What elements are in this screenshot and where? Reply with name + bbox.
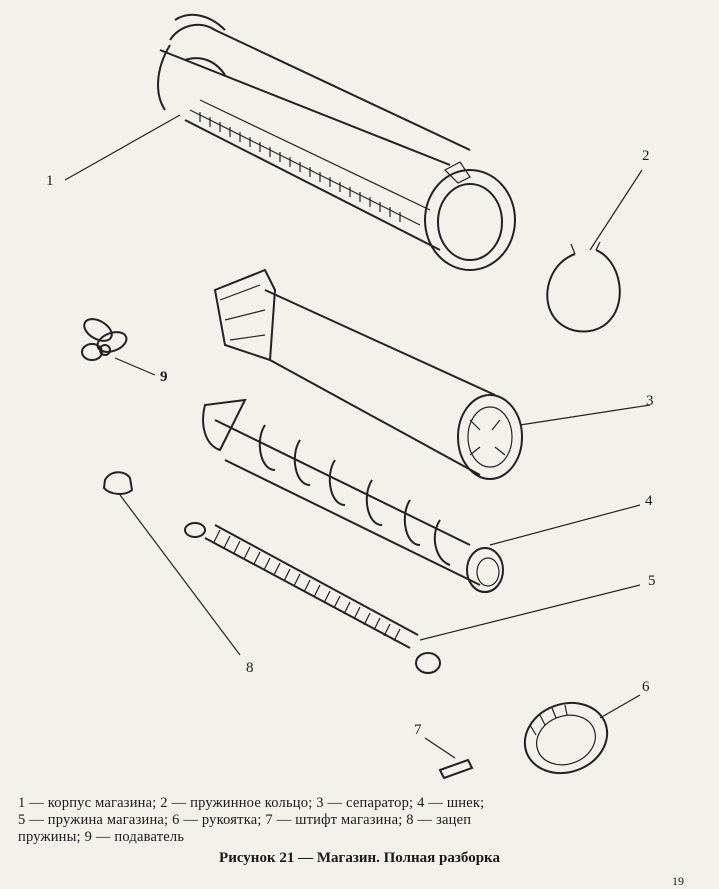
- part-6-handle: [523, 701, 609, 775]
- callout-8: 8: [246, 660, 254, 676]
- legend-line: 1 — корпус магазина; 2 — пружинное кольц…: [18, 795, 485, 811]
- exploded-view-drawing: [64, 13, 651, 780]
- part-3-separator: [213, 268, 523, 480]
- part-7-pin: [438, 758, 474, 780]
- callout-4: 4: [645, 493, 653, 509]
- part-2-spring-ring: [546, 241, 621, 333]
- legend-line: пружины; 9 — подаватель: [18, 829, 185, 845]
- callout-6: 6: [642, 679, 650, 695]
- page-number: 19: [672, 874, 684, 888]
- callout-1: 1: [46, 173, 54, 189]
- callout-9: 9: [160, 369, 168, 385]
- callout-2: 2: [642, 148, 650, 164]
- part-5-magazine-spring: [184, 522, 441, 674]
- leader-lines: [64, 114, 651, 759]
- part-8-spring-catch: [102, 471, 134, 495]
- callout-3: 3: [646, 393, 654, 409]
- part-4-auger: [202, 398, 504, 593]
- part-1-magazine-body: [157, 13, 516, 271]
- callout-7: 7: [414, 722, 422, 738]
- parts-legend: 1 — корпус магазина; 2 — пружинное кольц…: [18, 795, 708, 846]
- legend-line: 5 — пружина магазина; 6 — рукоятка; 7 — …: [18, 812, 472, 828]
- figure-caption: Рисунок 21 — Магазин. Полная разборка: [219, 850, 500, 866]
- callout-5: 5: [648, 573, 656, 589]
- part-9-follower: [81, 318, 128, 361]
